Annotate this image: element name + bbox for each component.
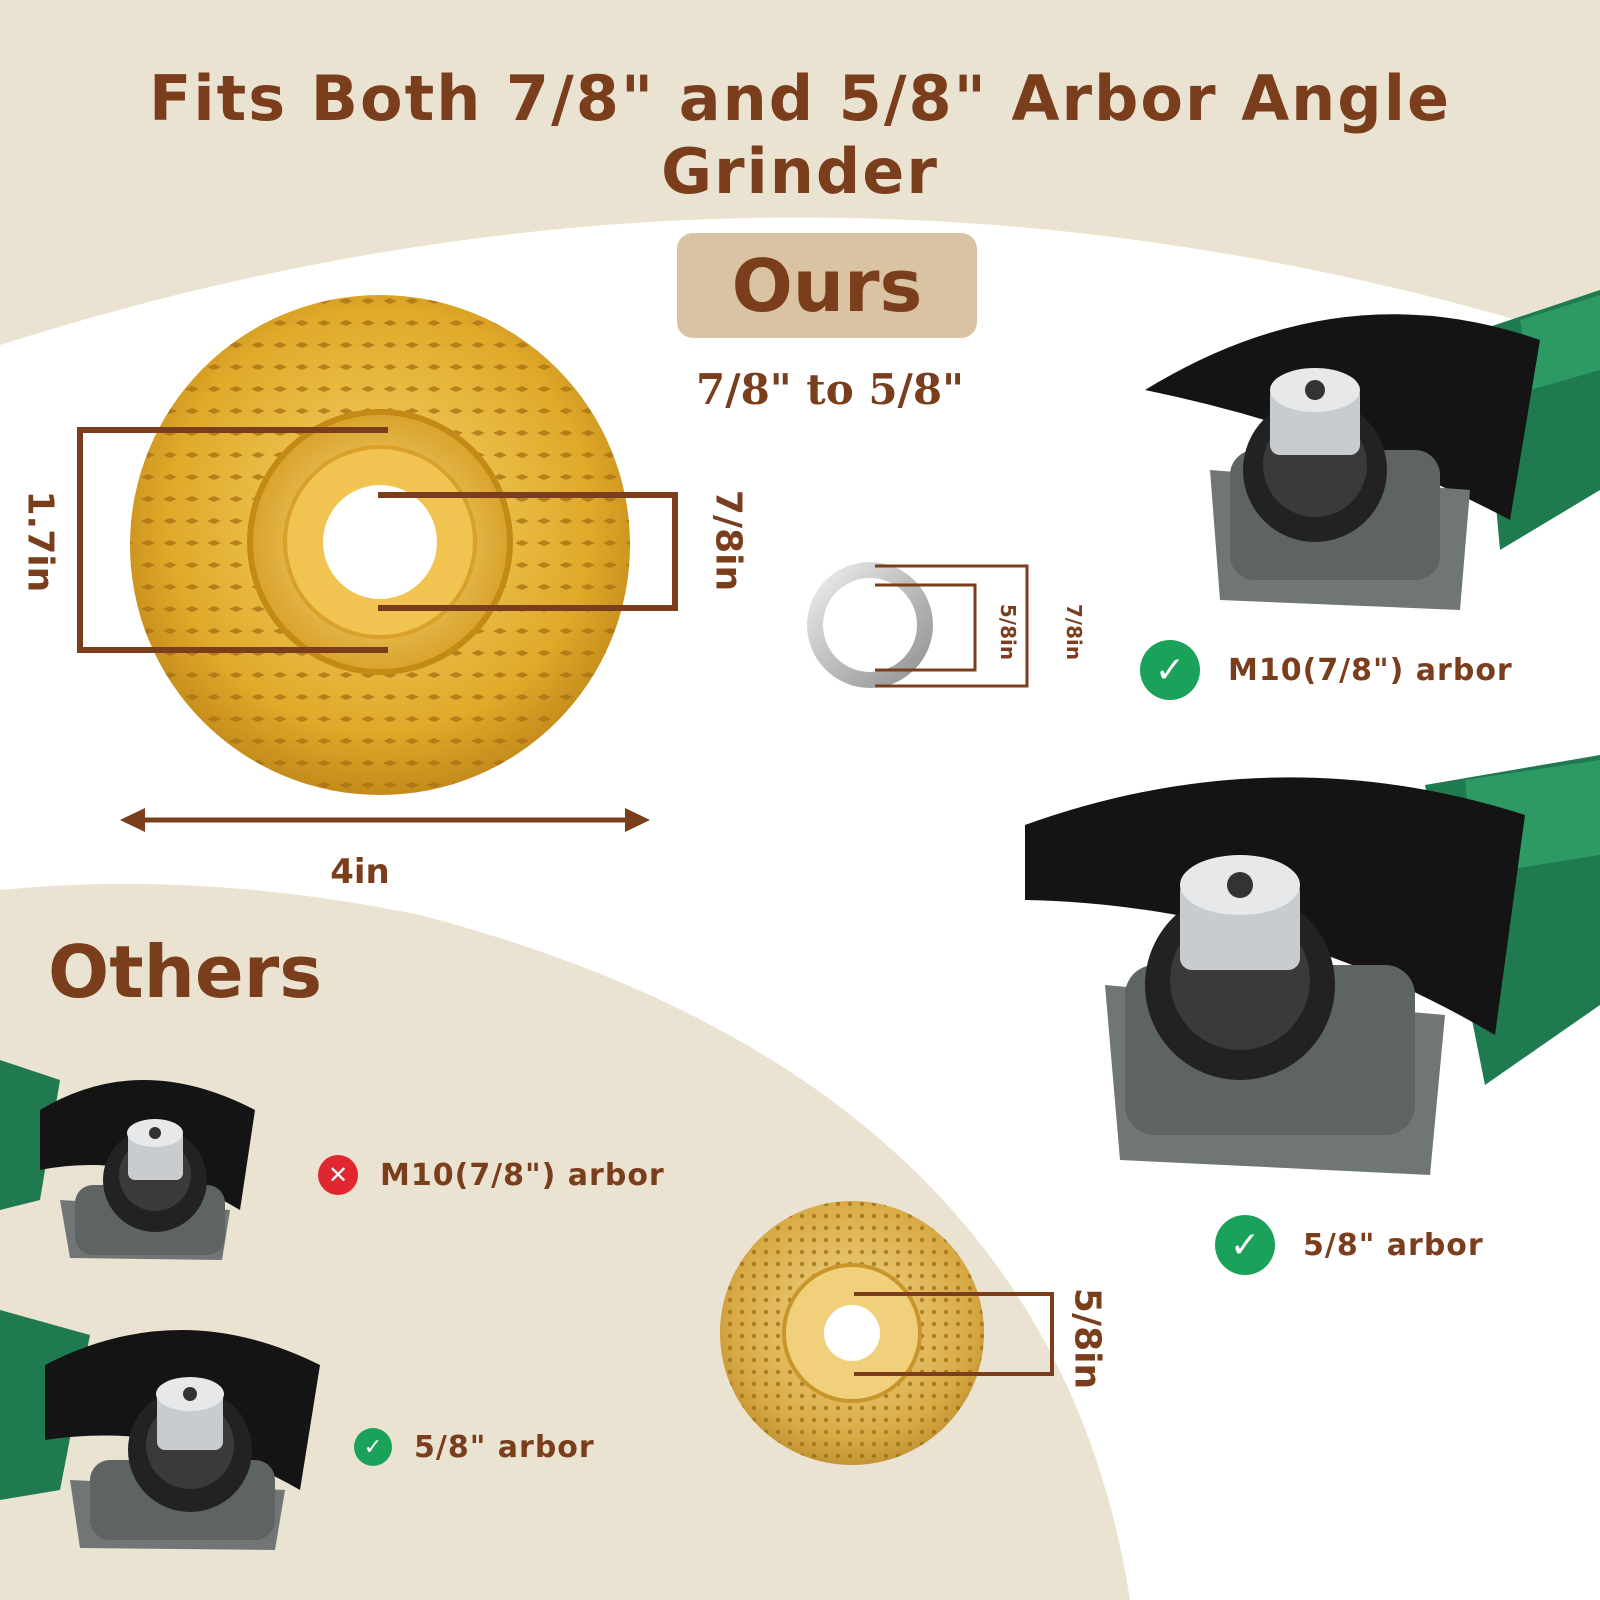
others-fit-label-1: M10(7/8") arbor — [380, 1157, 665, 1193]
cross-icon: ✕ — [318, 1155, 358, 1195]
ours-badge: Ours — [677, 233, 977, 338]
dimension-brackets — [77, 427, 678, 653]
others-fit-label-2: 5/8" arbor — [414, 1429, 595, 1465]
reducer-ring — [807, 562, 1029, 688]
width-arrow — [120, 808, 650, 832]
ours-fit-row-2: ✓ 5/8" arbor — [1215, 1215, 1484, 1275]
page-title: Fits Both 7/8" and 5/8" Arbor Angle Grin… — [148, 62, 1451, 208]
carving-disc-large — [130, 295, 630, 795]
ring-inner-dimension: 5/8in — [996, 603, 1020, 661]
angle-grinder-others-2 — [0, 1310, 320, 1550]
others-fit-row-2: ✓ 5/8" arbor — [354, 1428, 595, 1466]
ring-outer-dimension: 7/8in — [1062, 603, 1086, 661]
width-dimension: 4in — [330, 852, 390, 892]
angle-grinder-middle — [1025, 755, 1600, 1175]
angle-grinder-others-1 — [0, 1060, 255, 1260]
others-disc-dimension: 5/8in — [1066, 1287, 1108, 1390]
ours-fit-row-1: ✓ M10(7/8") arbor — [1140, 640, 1513, 700]
others-fit-row-1: ✕ M10(7/8") arbor — [318, 1155, 665, 1195]
ours-subtitle: 7/8" to 5/8" — [696, 365, 964, 414]
arbor-dimension: 7/8in — [707, 489, 749, 592]
check-icon: ✓ — [1140, 640, 1200, 700]
height-dimension: 1.7in — [19, 490, 61, 593]
check-icon: ✓ — [354, 1428, 392, 1466]
others-heading: Others — [48, 930, 323, 1014]
check-icon: ✓ — [1215, 1215, 1275, 1275]
carving-disc-small — [720, 1201, 1054, 1465]
ours-fit-label-2: 5/8" arbor — [1303, 1227, 1484, 1263]
angle-grinder-top — [1145, 290, 1600, 610]
ours-fit-label-1: M10(7/8") arbor — [1228, 652, 1513, 688]
